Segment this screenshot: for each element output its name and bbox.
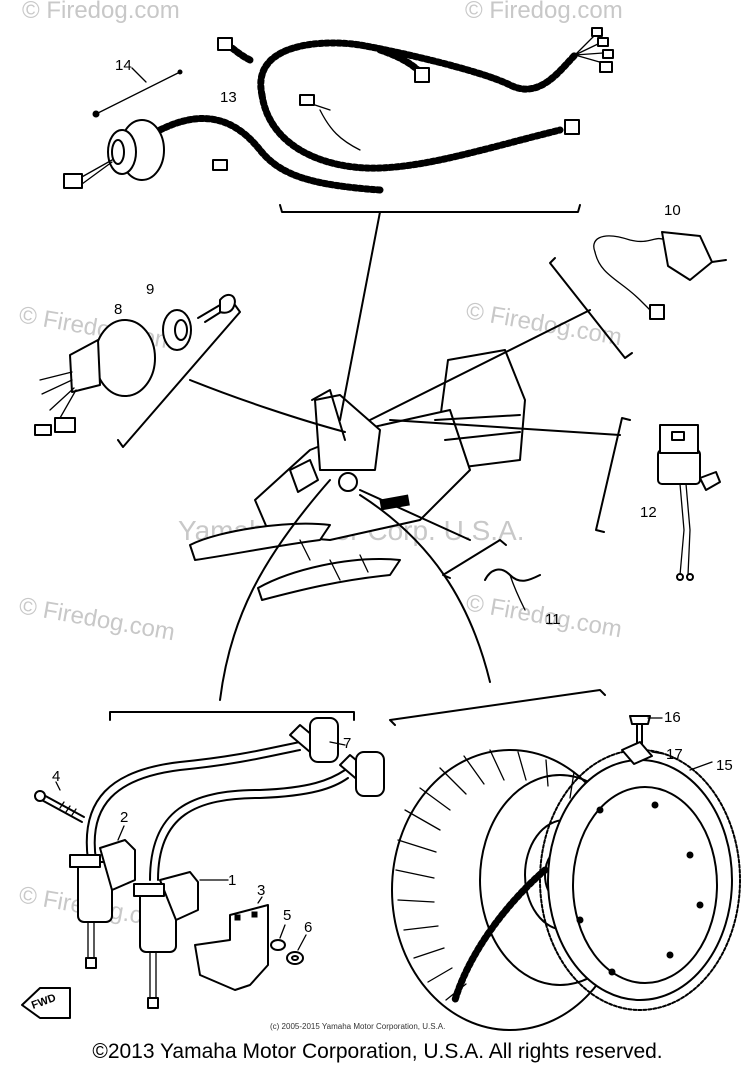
callout-13: 13	[220, 89, 237, 106]
wire-harness	[63, 27, 614, 213]
callout-15: 15	[716, 757, 733, 774]
callout-6: 6	[304, 919, 312, 936]
callout-12: 12	[640, 504, 657, 521]
callout-5: 5	[283, 907, 291, 924]
starter-relay	[595, 417, 721, 581]
watermark-site: © Firedog.com	[17, 592, 177, 646]
callout-numbers: 1 2 3 4 5 6 7 8 9 10 11 12 13 14 15 16 1…	[52, 57, 733, 936]
callout-3: 3	[257, 882, 265, 899]
watermark-site: © Firedog.com	[22, 0, 180, 24]
callout-7: 7	[343, 735, 351, 752]
watermark-site: © Firedog.com	[465, 0, 623, 24]
callout-8: 8	[114, 301, 122, 318]
callout-1: 1	[228, 872, 236, 889]
callout-9: 9	[146, 281, 154, 298]
starter-switch	[549, 231, 727, 359]
small-copyright: (c) 2005-2015 Yamaha Motor Corporation, …	[270, 1022, 445, 1031]
snowmobile-body	[189, 349, 526, 601]
callout-17: 17	[666, 746, 683, 763]
main-switch-assembly	[34, 293, 241, 448]
callout-4: 4	[52, 768, 60, 785]
footer-copyright: ©2013 Yamaha Motor Corporation, U.S.A. A…	[92, 1040, 663, 1063]
ignition-coils	[21, 711, 385, 1019]
callout-14: 14	[115, 57, 132, 74]
callout-2: 2	[120, 809, 128, 826]
callout-10: 10	[664, 202, 681, 219]
wire-clip	[442, 539, 541, 611]
callout-16: 16	[664, 709, 681, 726]
flywheel-assembly	[389, 689, 741, 1031]
watermark-site: © Firedog.com	[464, 589, 624, 643]
callout-11: 11	[545, 611, 561, 628]
watermark-site: © Firedog.com	[464, 297, 624, 351]
